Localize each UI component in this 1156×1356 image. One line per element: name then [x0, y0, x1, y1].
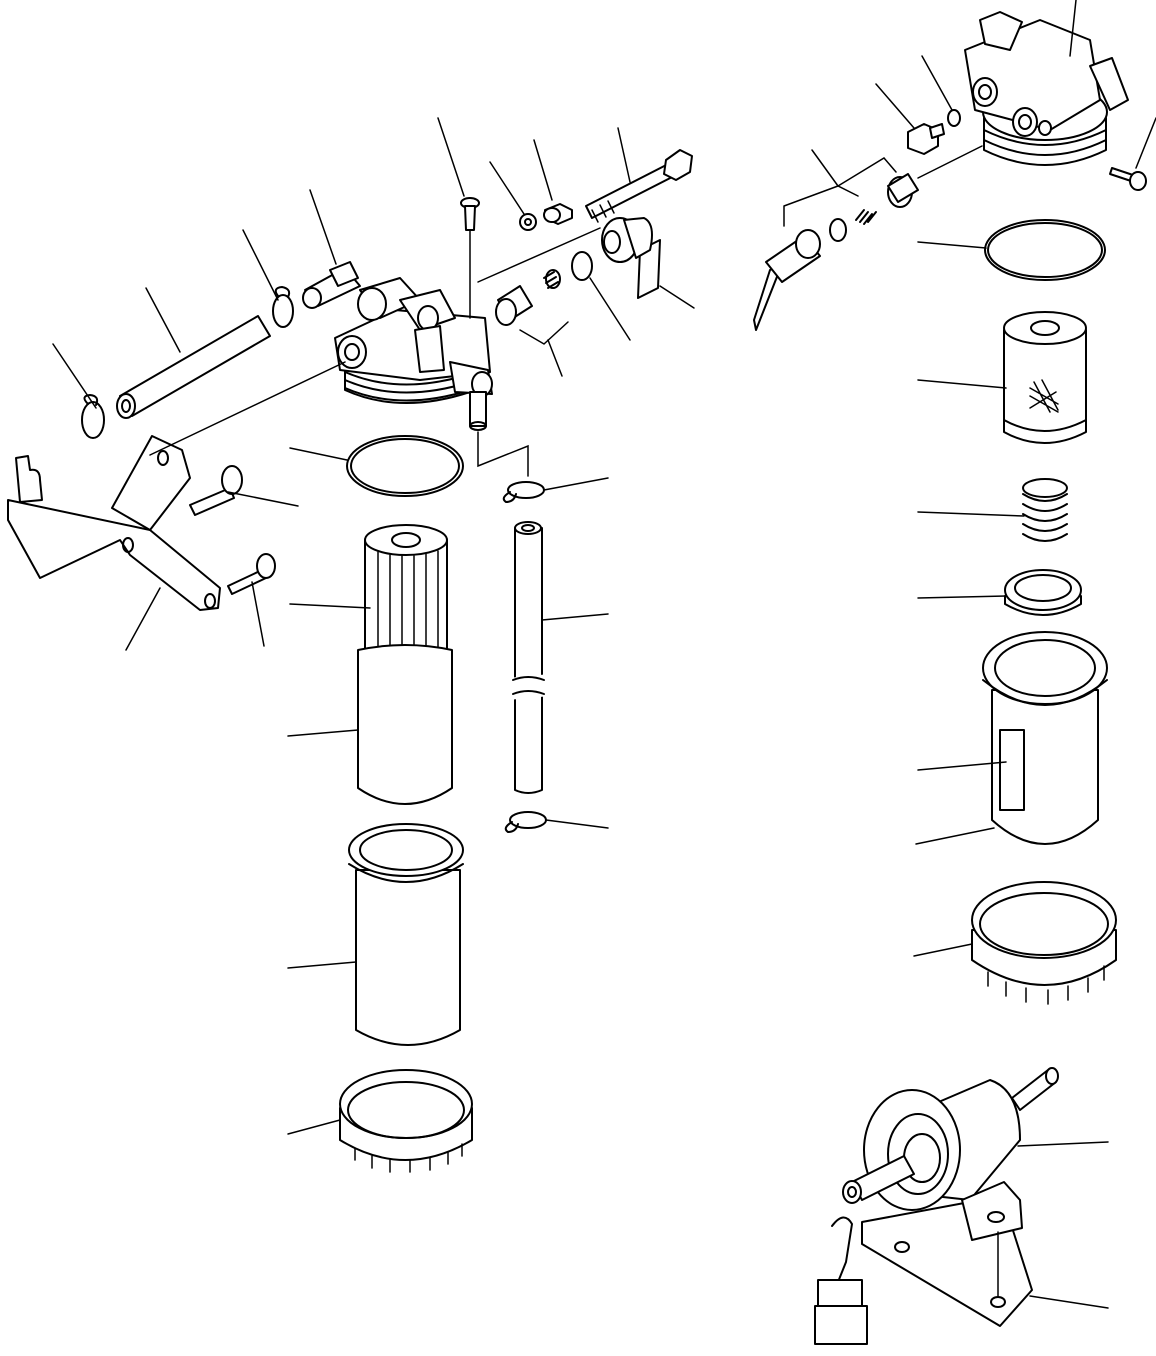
filter-element [364, 524, 448, 676]
leader-14 [125, 587, 161, 651]
leader-3 [242, 229, 279, 301]
spring-right [1022, 478, 1068, 542]
leader-31 [917, 595, 1007, 599]
leader-5 [437, 117, 465, 197]
leader-28 [917, 241, 987, 249]
leader-4 [309, 189, 337, 265]
leader-30 [917, 511, 1025, 517]
leader-17 [289, 603, 371, 609]
leader-35 [1017, 1141, 1109, 1147]
leader-26 [1135, 117, 1156, 169]
leader-15 [289, 447, 348, 461]
leader-25 [921, 55, 953, 111]
assembly-guide-lines-left [149, 227, 601, 477]
filter-element-right [1003, 311, 1087, 444]
filter-head-right [964, 11, 1129, 166]
hose-clip-bottom [504, 811, 547, 833]
leader-23 [1069, 0, 1077, 57]
leader-13 [251, 581, 265, 647]
leader-36 [1029, 1295, 1109, 1309]
priming-lever [601, 217, 661, 299]
assembly-guide-lines-right [783, 157, 897, 227]
washer [519, 213, 537, 231]
hose-clip-top [502, 481, 545, 503]
long-bolt [585, 149, 693, 223]
callout-leaders [52, 0, 1156, 1309]
o-ring-small [571, 251, 593, 281]
leader-19 [287, 729, 359, 737]
bleeder-bolt [543, 203, 573, 225]
leader-32 [917, 761, 1007, 771]
filter-bowl-outer [348, 823, 464, 1046]
leader-22 [287, 1119, 341, 1135]
leader-33 [915, 827, 995, 845]
leader-21 [287, 961, 357, 969]
leader-29 [917, 379, 1007, 389]
screw-right [1109, 167, 1147, 191]
leader-2 [145, 287, 181, 353]
washer-right [947, 109, 961, 127]
o-ring-large [346, 435, 464, 497]
leader-10 [589, 277, 631, 341]
leader-16 [543, 477, 609, 491]
bracket-bolt-upper [189, 465, 243, 516]
fuel-hose-short [116, 315, 271, 419]
leader-18 [541, 613, 609, 621]
leader-34 [913, 943, 973, 957]
ring-nut-right [971, 881, 1117, 1005]
filter-bowl-right [982, 631, 1108, 845]
o-ring-right [984, 219, 1106, 281]
elbow-fitting [302, 261, 361, 309]
spring-small [543, 269, 561, 289]
bolt-right [907, 123, 945, 155]
leader-8 [617, 127, 631, 183]
mounting-bracket [7, 435, 221, 611]
filter-head-housing [334, 277, 493, 431]
pump-harness-connector [814, 1216, 868, 1345]
electric-fuel-pump [842, 1067, 1059, 1327]
priming-lever-right [753, 145, 983, 331]
leader-6 [489, 161, 525, 215]
priming-piston [495, 285, 533, 326]
leader-20 [545, 819, 609, 829]
leader-7 [533, 139, 553, 201]
bracket-bolt-lower [227, 553, 276, 595]
screw-top [460, 197, 480, 319]
leader-11 [547, 339, 563, 377]
leader-9 [659, 285, 695, 309]
leader-24 [875, 83, 915, 129]
leader-1 [52, 343, 97, 409]
hose-clip-left [81, 394, 105, 439]
filter-bowl-inner [357, 644, 453, 805]
ring-nut-left [339, 1069, 473, 1173]
fuel-hose-long [508, 521, 550, 794]
seal-ring-right [1004, 569, 1082, 616]
leader-27 [811, 149, 839, 187]
hose-clip-mid [272, 286, 294, 328]
leader-12 [227, 491, 299, 507]
